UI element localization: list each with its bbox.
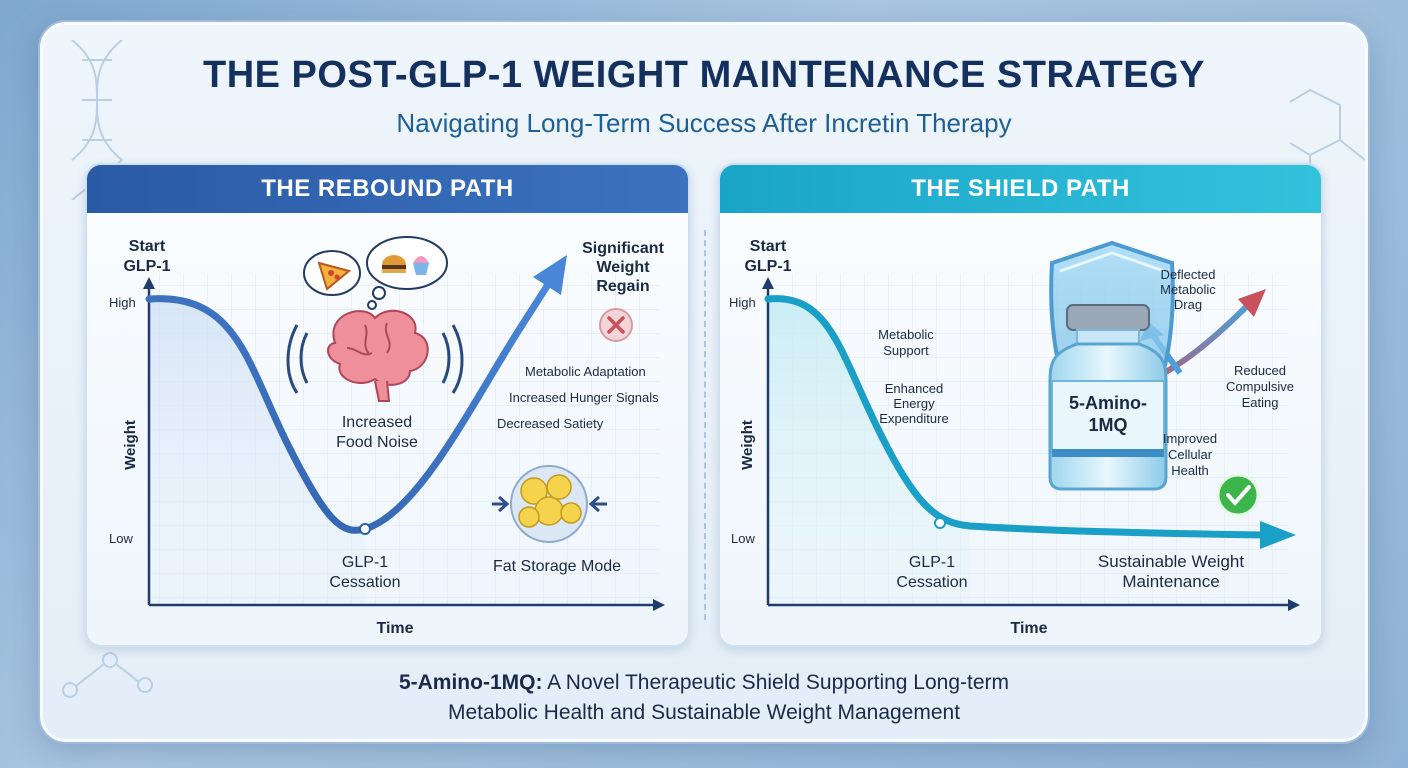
footer-line1: 5-Amino-1MQ: A Novel Therapeutic Shield …	[0, 668, 1408, 698]
deflected-line1: Deflected	[1161, 267, 1216, 282]
cessation-point	[934, 517, 946, 529]
high-label: High	[729, 295, 756, 310]
x-axis-arrowhead	[1288, 599, 1300, 611]
maintenance-arrowhead	[1260, 521, 1296, 549]
cupcake-icon	[413, 256, 429, 275]
molecule-icon	[62, 652, 153, 698]
area-fill	[768, 298, 970, 603]
y-axis-arrowhead	[143, 277, 155, 289]
x-axis-label: Time	[1010, 620, 1047, 637]
regain-label-line3: Regain	[596, 278, 649, 295]
cellular-line1: Improved	[1163, 431, 1217, 446]
start-label-line2: GLP-1	[744, 258, 791, 275]
page-title: THE POST-GLP-1 WEIGHT MAINTENANCE STRATE…	[203, 54, 1205, 96]
fat-storage-label: Fat Storage Mode	[493, 558, 621, 575]
cessation-label-line1: GLP-1	[342, 554, 388, 571]
cessation-point	[359, 523, 371, 535]
y-axis-label: Weight	[739, 420, 756, 470]
pizza-icon	[303, 250, 361, 296]
deflected-line3: Drag	[1174, 297, 1202, 312]
start-label-line1: Start	[129, 238, 166, 255]
regain-label-line1: Significant	[582, 240, 664, 257]
metabolic-support-line1: Metabolic	[878, 327, 934, 342]
compulsive-line1: Reduced	[1234, 363, 1286, 378]
rebound-chart: Start GLP-1 High Low Weight Time GLP-1 C…	[109, 236, 665, 637]
maintenance-label-line1: Sustainable Weight	[1098, 552, 1244, 571]
start-label-line1: Start	[750, 238, 787, 255]
deflected-arrowhead	[1238, 289, 1266, 317]
low-label: Low	[109, 531, 133, 546]
footer-bold: 5-Amino-1MQ:	[398, 671, 543, 694]
x-axis-label: Time	[376, 620, 413, 637]
shield-chart: 5-Amino- 1MQ Start GLP-1 High Low Weight…	[729, 238, 1300, 637]
rebound-path-header: THE REBOUND PATH	[87, 165, 688, 213]
burger-icon	[366, 236, 448, 290]
shield-path-panel: THE SHIELD PATH	[718, 163, 1323, 647]
start-label-line2: GLP-1	[123, 258, 170, 275]
y-axis-label: Weight	[122, 420, 139, 470]
cellular-line3: Health	[1171, 463, 1209, 478]
energy-line3: Expenditure	[879, 411, 948, 426]
food-noise-label-line2: Food Noise	[336, 434, 418, 451]
vial-icon	[1048, 304, 1168, 491]
brain-icon	[286, 309, 464, 402]
low-label: Low	[731, 531, 755, 546]
cessation-label-line2: Cessation	[896, 574, 967, 591]
food-noise-label-line1: Increased	[342, 414, 412, 431]
cross-icon	[599, 308, 633, 342]
footer-caption: 5-Amino-1MQ: A Novel Therapeutic Shield …	[0, 668, 1408, 728]
x-axis-arrowhead	[653, 599, 665, 611]
factor-hunger-signals: Increased Hunger Signals	[509, 390, 659, 405]
cessation-label-line1: GLP-1	[909, 554, 955, 571]
energy-line1: Enhanced	[885, 381, 944, 396]
vial-label-line2: 1MQ	[1088, 415, 1127, 435]
page-subtitle: Navigating Long-Term Success After Incre…	[396, 108, 1012, 138]
panel-divider	[704, 230, 706, 620]
maintenance-label-line2: Maintenance	[1122, 572, 1219, 591]
rebound-path-panel: THE REBOUND PATH Start GLP-1 Hig	[85, 163, 690, 647]
metabolic-support-line2: Support	[883, 343, 929, 358]
dna-icon	[71, 40, 124, 200]
deflected-line2: Metabolic	[1160, 282, 1216, 297]
area-fill	[149, 298, 365, 603]
compulsive-line2: Compulsive	[1226, 379, 1294, 394]
compulsive-line3: Eating	[1242, 395, 1279, 410]
cessation-label-line2: Cessation	[329, 574, 400, 591]
y-axis-arrowhead	[762, 277, 774, 289]
regain-label-line2: Weight	[596, 259, 650, 276]
factor-decreased-satiety: Decreased Satiety	[497, 416, 604, 431]
fat-cells-icon	[492, 465, 607, 543]
regain-arrowhead	[533, 255, 567, 295]
cellular-line2: Cellular	[1168, 447, 1213, 462]
footer-line2: Metabolic Health and Sustainable Weight …	[447, 701, 961, 724]
check-icon	[1216, 473, 1260, 517]
high-label: High	[109, 295, 136, 310]
shield-curve	[764, 295, 1269, 539]
footer-line1-rest: A Novel Therapeutic Shield Supporting Lo…	[542, 671, 1010, 694]
energy-line2: Energy	[893, 396, 935, 411]
shield-path-header: THE SHIELD PATH	[720, 165, 1321, 213]
factor-metabolic-adaptation: Metabolic Adaptation	[525, 364, 646, 379]
rebound-curve	[145, 279, 553, 534]
vial-label-line1: 5-Amino-	[1069, 393, 1147, 413]
